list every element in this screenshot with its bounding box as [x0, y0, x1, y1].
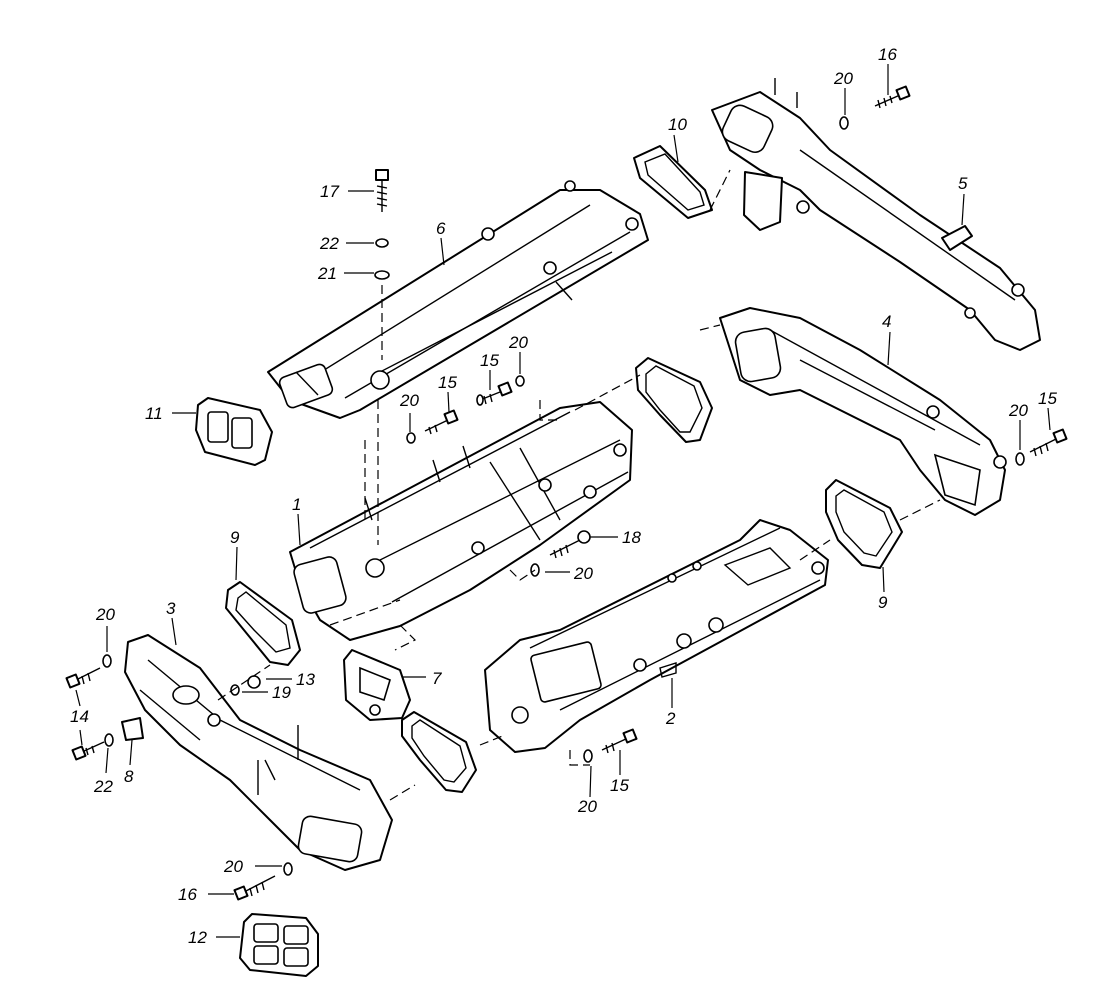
callout-20: 20 — [95, 605, 115, 624]
callout-6: 6 — [436, 219, 446, 238]
part-6-upper-pipe — [267, 180, 649, 419]
part-9-gasket-left — [225, 581, 301, 666]
callout-22: 22 — [93, 777, 113, 796]
callout-22: 22 — [319, 234, 339, 253]
callout-4: 4 — [882, 312, 891, 331]
callout-14: 14 — [70, 707, 89, 726]
callout-18: 18 — [622, 528, 641, 547]
callout-15: 15 — [610, 776, 629, 795]
part-3-lower-pipe — [121, 634, 393, 871]
callout-7: 7 — [432, 669, 442, 688]
callout-10: 10 — [668, 115, 687, 134]
callout-19: 19 — [272, 683, 291, 702]
callout-3: 3 — [166, 599, 176, 618]
part-9-gasket-right — [825, 479, 903, 569]
callout-15: 15 — [438, 373, 457, 392]
callout-15: 15 — [480, 351, 499, 370]
callout-11: 11 — [145, 404, 163, 423]
leader-lines — [75, 64, 1051, 938]
callout-20: 20 — [399, 391, 419, 410]
callout-20: 20 — [1008, 401, 1028, 420]
part-gasket-lower — [401, 711, 477, 793]
callout-2: 2 — [665, 709, 676, 728]
callout-20: 20 — [223, 857, 243, 876]
callout-13: 13 — [296, 670, 315, 689]
part-4-elbow — [719, 307, 1007, 516]
callout-17: 17 — [320, 182, 339, 201]
part-11-flange — [195, 397, 273, 466]
callout-16: 16 — [878, 45, 897, 64]
part-7-gasket — [343, 649, 411, 721]
callout-8: 8 — [124, 767, 134, 786]
alignment-lines — [217, 169, 941, 801]
callout-15: 15 — [1038, 389, 1057, 408]
callout-labels: 17 22 21 6 11 10 5 4 20 16 1 9 3 20 14 2… — [70, 45, 1057, 947]
part-10-gasket — [633, 145, 713, 219]
part-12-flange — [239, 913, 319, 977]
callout-20: 20 — [577, 797, 597, 816]
callout-9: 9 — [878, 593, 888, 612]
callout-20: 20 — [833, 69, 853, 88]
callout-21: 21 — [317, 264, 337, 283]
callout-12: 12 — [188, 928, 207, 947]
callout-20: 20 — [508, 333, 528, 352]
part-2-lower-pipe — [484, 519, 829, 753]
callout-1: 1 — [292, 495, 301, 514]
callout-9: 9 — [230, 528, 240, 547]
part-gasket-middle — [635, 357, 713, 443]
callout-16: 16 — [178, 885, 197, 904]
part-5-upper-pipe — [711, 78, 1041, 351]
fasteners — [65, 85, 1068, 901]
part-1-main-manifold — [289, 401, 633, 641]
callout-5: 5 — [958, 174, 968, 193]
callout-20: 20 — [573, 564, 593, 583]
